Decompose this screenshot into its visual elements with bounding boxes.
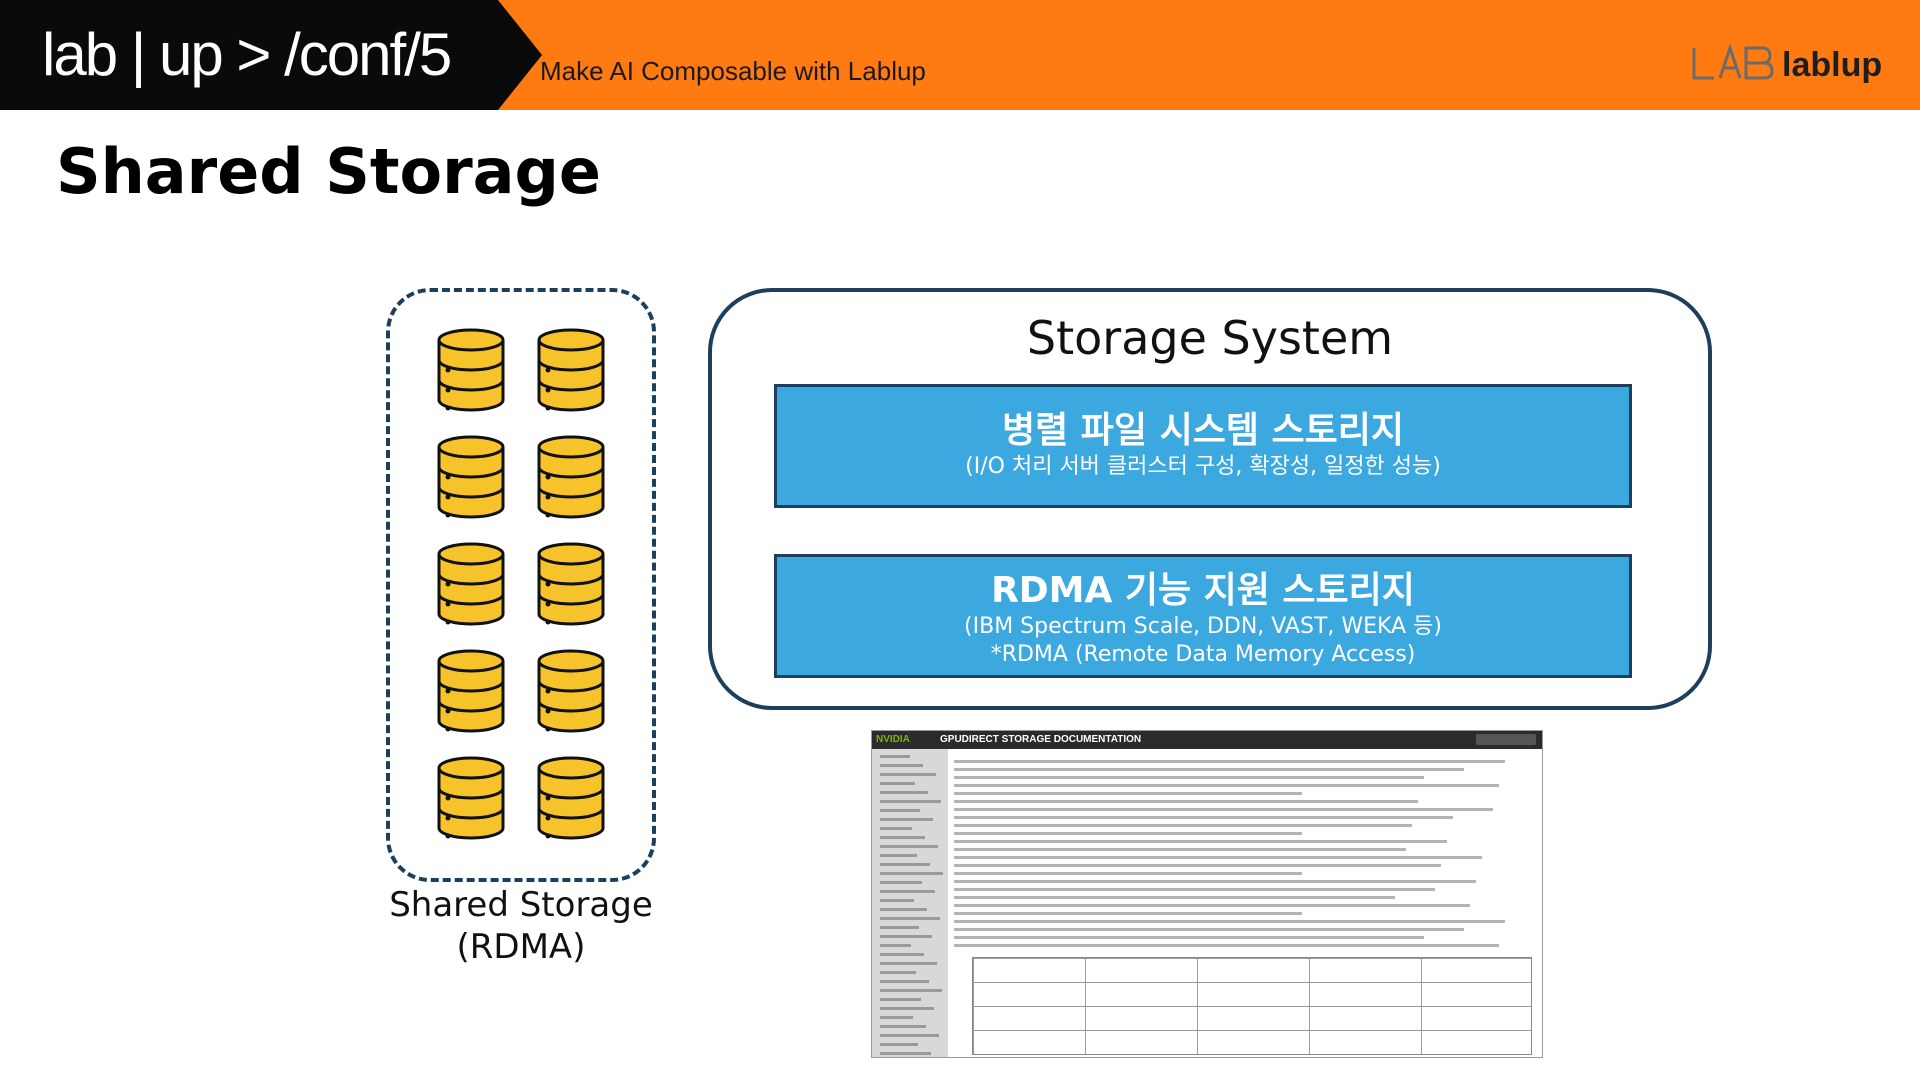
doc-text-line xyxy=(954,904,1470,907)
tier-subtitle: (I/O 처리 서버 클러스터 구성, 확장성, 일정한 성능) xyxy=(777,453,1629,481)
doc-text-line xyxy=(954,872,1302,875)
doc-sidebar-line xyxy=(880,755,910,758)
database-icon xyxy=(436,328,506,412)
doc-text-line xyxy=(954,920,1505,923)
database-icon xyxy=(536,756,606,840)
page-title: Shared Storage xyxy=(56,134,601,210)
doc-sidebar xyxy=(872,749,948,1058)
doc-sidebar-line xyxy=(880,1025,926,1028)
doc-text-line xyxy=(954,800,1418,803)
database-icon xyxy=(536,328,606,412)
doc-sidebar-line xyxy=(880,800,941,803)
tier-rdma: RDMA 기능 지원 스토리지 (IBM Spectrum Scale, DDN… xyxy=(774,554,1632,678)
doc-text-line xyxy=(954,912,1302,915)
doc-sidebar-line xyxy=(880,809,920,812)
doc-sidebar-line xyxy=(880,908,927,911)
shared-storage-label-line2: (RDMA) xyxy=(346,926,696,968)
doc-sidebar-line xyxy=(880,863,930,866)
doc-table xyxy=(972,957,1532,1055)
doc-sidebar-line xyxy=(880,854,917,857)
lablup-logo: lablup xyxy=(1690,44,1890,88)
doc-text-line xyxy=(954,832,1302,835)
doc-text-line xyxy=(954,824,1412,827)
doc-sidebar-line xyxy=(880,971,916,974)
doc-text-line xyxy=(954,816,1453,819)
doc-sidebar-line xyxy=(880,836,925,839)
doc-text-line xyxy=(954,896,1395,899)
doc-sidebar-line xyxy=(880,926,919,929)
doc-sidebar-line xyxy=(880,935,932,938)
database-icon xyxy=(436,435,506,519)
doc-text-line xyxy=(954,808,1493,811)
doc-sidebar-line xyxy=(880,962,937,965)
database-icon xyxy=(536,542,606,626)
header-bar: lab | up > /conf/5 Make AI Composable wi… xyxy=(0,0,1920,110)
doc-sidebar-line xyxy=(880,980,929,983)
brand-banner: lab | up > /conf/5 xyxy=(0,0,542,110)
doc-sidebar-line xyxy=(880,1052,931,1055)
doc-header-bar: NVIDIA GPUDIRECT STORAGE DOCUMENTATION xyxy=(872,731,1542,749)
doc-text-line xyxy=(954,888,1435,891)
database-icon xyxy=(436,649,506,733)
doc-text-line xyxy=(954,928,1464,931)
tier-parallel-fs: 병렬 파일 시스템 스토리지 (I/O 처리 서버 클러스터 구성, 확장성, … xyxy=(774,384,1632,508)
doc-sidebar-line xyxy=(880,818,933,821)
tier-title: 병렬 파일 시스템 스토리지 xyxy=(777,409,1629,453)
doc-sidebar-line xyxy=(880,872,943,875)
database-icon xyxy=(436,542,506,626)
doc-sidebar-line xyxy=(880,890,935,893)
shared-storage-group xyxy=(386,288,656,882)
shared-storage-label: Shared Storage (RDMA) xyxy=(346,884,696,968)
database-icon xyxy=(436,756,506,840)
doc-sidebar-line xyxy=(880,881,922,884)
doc-text-line xyxy=(954,840,1447,843)
doc-sidebar-line xyxy=(880,899,914,902)
doc-sidebar-line xyxy=(880,764,923,767)
doc-sidebar-line xyxy=(880,998,921,1001)
doc-sidebar-line xyxy=(880,1016,913,1019)
doc-text-line xyxy=(954,864,1441,867)
doc-sidebar-line xyxy=(880,989,942,992)
doc-text-line xyxy=(954,936,1424,939)
doc-text-line xyxy=(954,880,1476,883)
doc-text-line xyxy=(954,776,1424,779)
shared-storage-label-line1: Shared Storage xyxy=(346,884,696,926)
database-icon xyxy=(536,435,606,519)
doc-sidebar-line xyxy=(880,1007,934,1010)
doc-brand: NVIDIA xyxy=(876,731,910,749)
doc-sidebar-line xyxy=(880,1043,918,1046)
doc-sidebar-line xyxy=(880,782,915,785)
doc-text-line xyxy=(954,792,1302,795)
doc-text-line xyxy=(954,944,1499,947)
doc-sidebar-line xyxy=(880,791,928,794)
doc-text-line xyxy=(954,784,1499,787)
doc-sidebar-line xyxy=(880,953,924,956)
doc-search-box xyxy=(1476,734,1536,745)
doc-sidebar-line xyxy=(880,1034,939,1037)
brand-title: lab | up > /conf/5 xyxy=(42,22,450,88)
tier-title: RDMA 기능 지원 스토리지 xyxy=(777,569,1629,613)
doc-heading: GPUDIRECT STORAGE DOCUMENTATION xyxy=(940,731,1141,749)
logo-wordmark: lablup xyxy=(1782,44,1882,86)
lablup-logo-icon xyxy=(1690,44,1774,84)
doc-screenshot: NVIDIA GPUDIRECT STORAGE DOCUMENTATION xyxy=(871,730,1543,1058)
doc-text-line xyxy=(954,768,1464,771)
doc-sidebar-line xyxy=(880,773,936,776)
doc-text-line xyxy=(954,760,1505,763)
tier-subtitle: (IBM Spectrum Scale, DDN, VAST, WEKA 등) xyxy=(777,613,1629,641)
doc-text-line xyxy=(954,856,1482,859)
doc-text-line xyxy=(954,848,1406,851)
storage-system-title: Storage System xyxy=(712,310,1708,366)
storage-system-box: Storage System 병렬 파일 시스템 스토리지 (I/O 처리 서버… xyxy=(708,288,1712,710)
doc-sidebar-line xyxy=(880,944,911,947)
doc-sidebar-line xyxy=(880,845,938,848)
database-icon xyxy=(536,649,606,733)
doc-sidebar-line xyxy=(880,917,940,920)
header-tagline: Make AI Composable with Lablup xyxy=(540,55,926,87)
tier-note: *RDMA (Remote Data Memory Access) xyxy=(777,641,1629,669)
doc-sidebar-line xyxy=(880,827,912,830)
